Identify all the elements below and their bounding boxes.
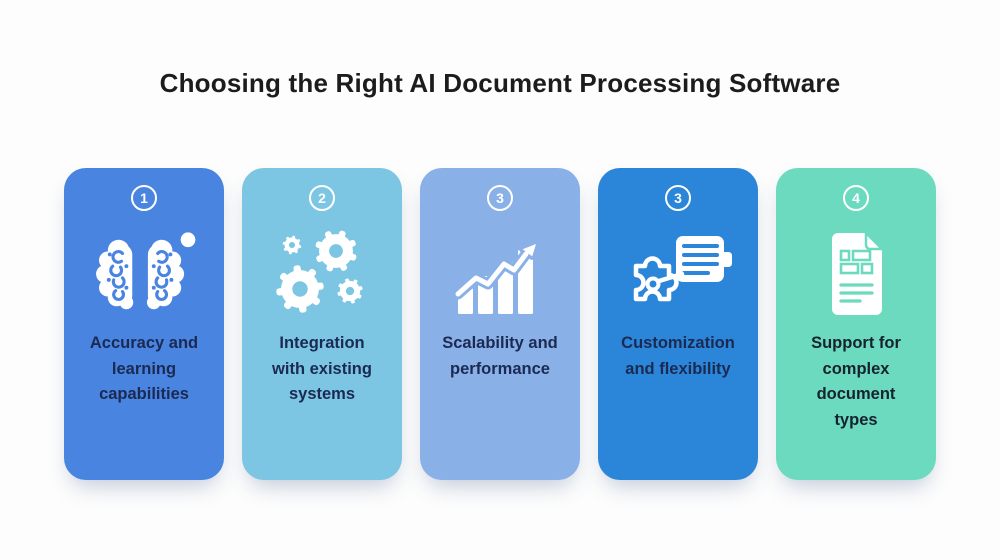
growth-chart-icon bbox=[452, 228, 548, 325]
card-label: Scalability and performance bbox=[442, 334, 558, 378]
card-integration: 2 bbox=[242, 168, 402, 480]
cards-row: 1 bbox=[64, 168, 936, 480]
card-accuracy: 1 bbox=[64, 168, 224, 480]
number-badge: 4 bbox=[843, 185, 869, 211]
card-support: 4 bbox=[776, 168, 936, 480]
number-badge: 1 bbox=[131, 185, 157, 211]
number-badge: 3 bbox=[665, 185, 691, 211]
card-customization: 3 bbox=[598, 168, 758, 480]
number-badge: 2 bbox=[309, 185, 335, 211]
number-badge: 3 bbox=[487, 185, 513, 211]
gears-icon bbox=[266, 225, 378, 328]
page-title: Choosing the Right AI Document Processin… bbox=[159, 68, 841, 98]
card-label: Support for complex document types bbox=[811, 334, 901, 429]
brain-icon bbox=[89, 229, 199, 324]
card-label: Customization and flexibility bbox=[621, 334, 735, 378]
card-label: Integration with existing systems bbox=[272, 334, 372, 403]
card-scalability: 3 bbox=[420, 168, 580, 480]
card-label: Accuracy and learning capabilities bbox=[89, 334, 199, 403]
document-icon bbox=[808, 227, 904, 326]
puzzle-settings-icon bbox=[622, 228, 734, 325]
